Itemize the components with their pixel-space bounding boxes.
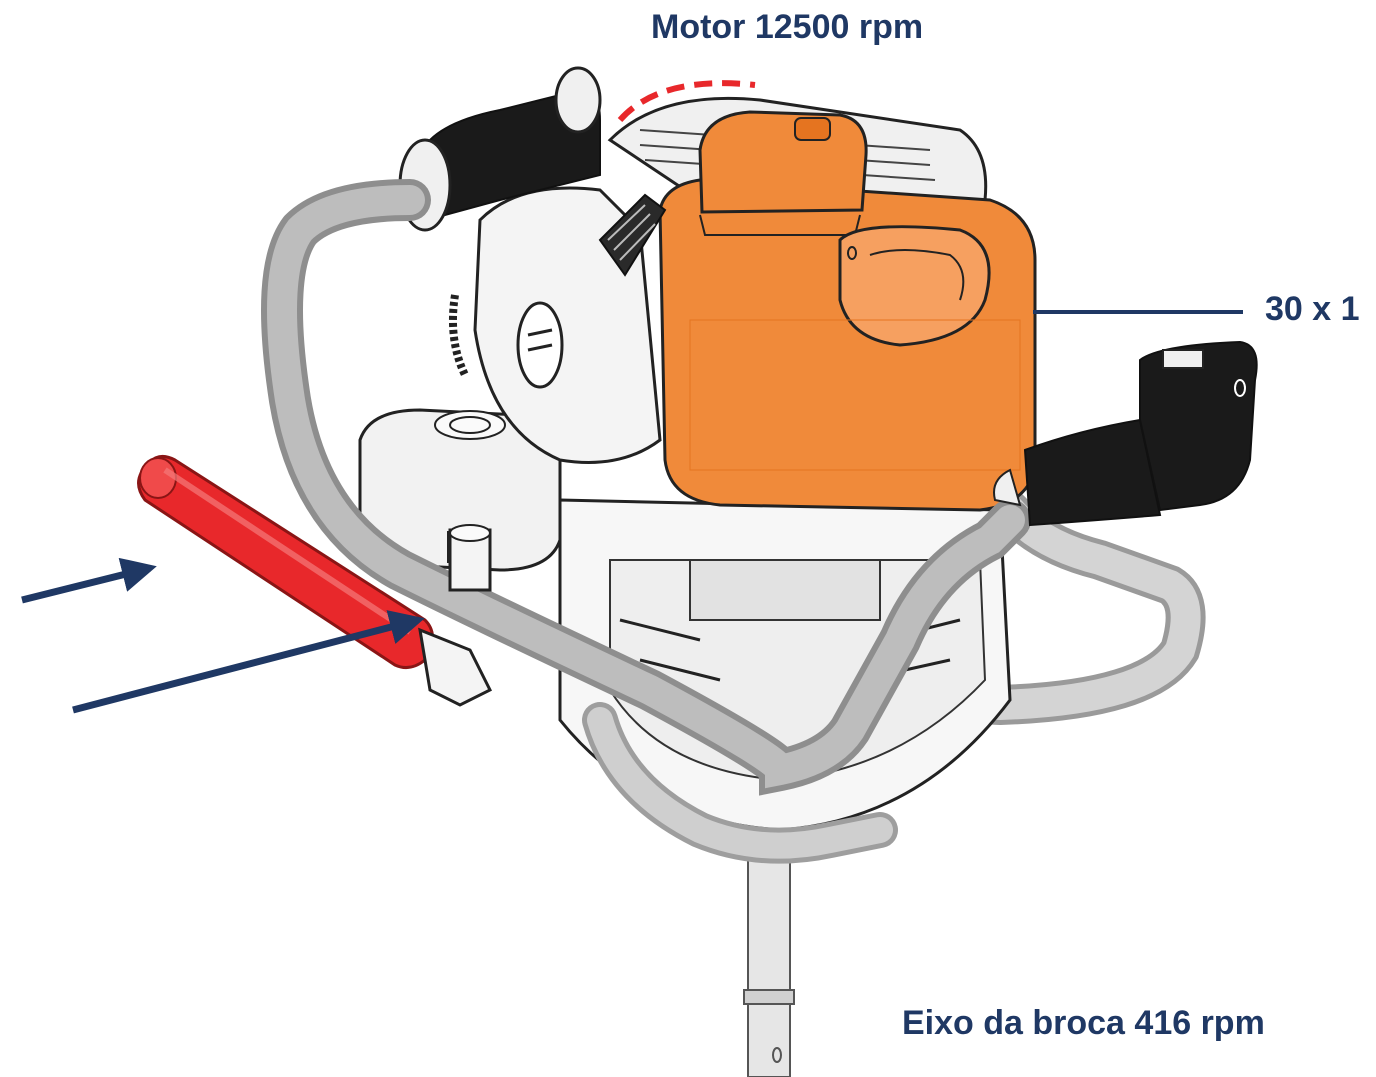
vent-grille <box>598 193 667 277</box>
side-handle <box>137 455 493 707</box>
arrow-right-icon <box>21 557 157 604</box>
rotation-arc-icon <box>617 80 756 123</box>
motor-speed-label: Motor 12500 rpm <box>651 8 924 46</box>
top-handle <box>398 66 602 232</box>
arrow-right-icon <box>72 610 425 714</box>
throttle-handle <box>993 340 1258 527</box>
shaft-speed-label: Eixo da broca 416 rpm <box>902 1004 1265 1042</box>
side-handle-clamp <box>418 524 493 707</box>
gear-ratio-label: 30 x 1 <box>1265 290 1360 328</box>
engine-shroud <box>658 110 1037 512</box>
